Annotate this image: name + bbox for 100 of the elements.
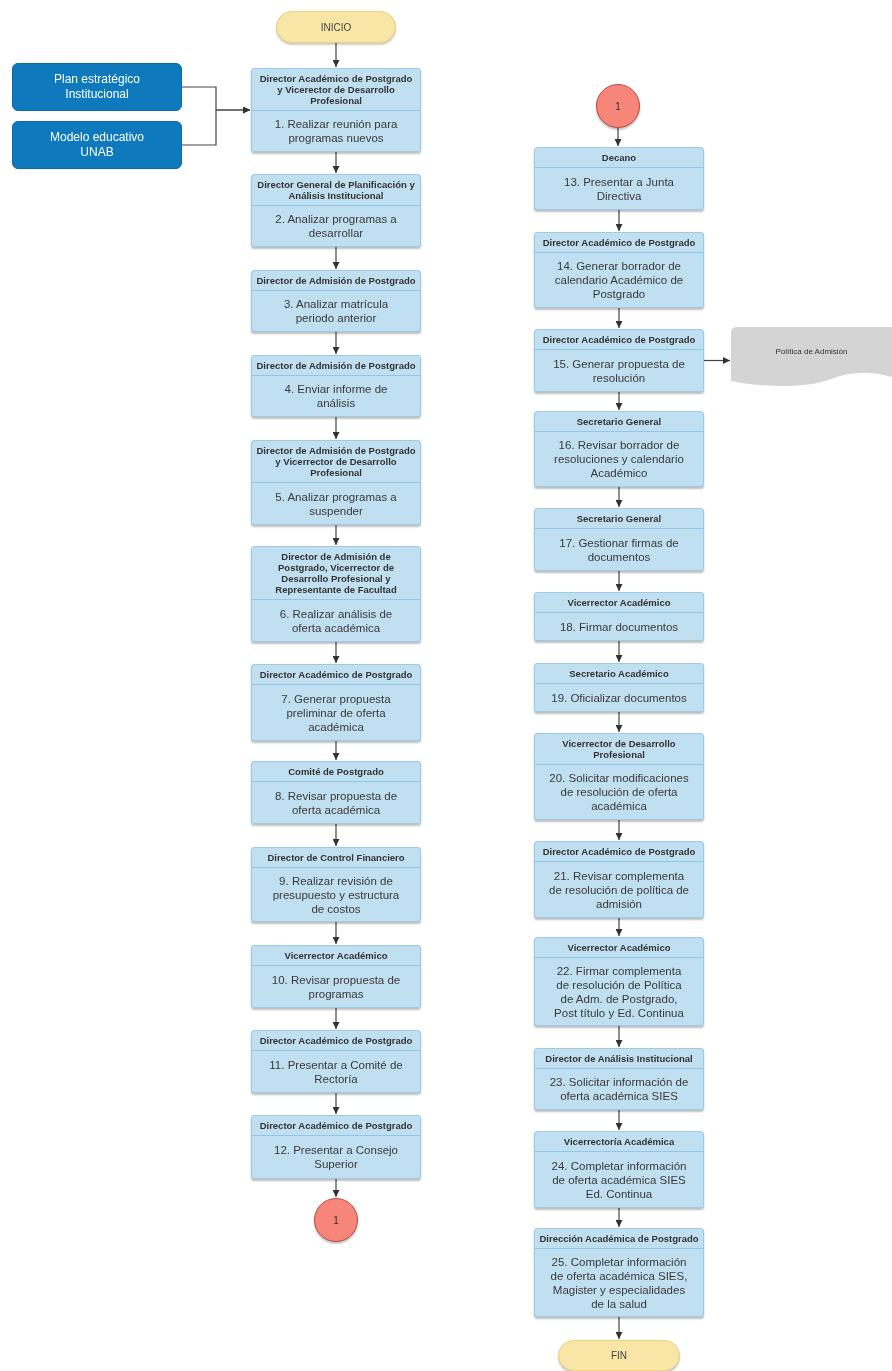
process-box (534, 663, 704, 712)
arrow (614, 127, 622, 147)
step-text: 19. Oficializar documentos (550, 690, 688, 706)
step-text: 16. Revisar borrador de resoluciones y calendario Académico (553, 438, 685, 481)
step-text: 1. Realizar reunión para programas nuevos (273, 117, 399, 146)
step-text: 24. Completar información de oferta académica SIES Ed. Continua (550, 1158, 688, 1202)
step-text: 10. Revisar propuesta de programas (270, 972, 402, 1002)
role-heading: Vicerrector Académico (252, 946, 420, 966)
terminal-label: INICIO (320, 21, 352, 33)
step-text: 4. Enviar informe de análisis (283, 382, 389, 411)
arrow (332, 246, 340, 270)
role-heading: Vicerrector Académico (535, 593, 703, 613)
process-box (251, 1115, 421, 1179)
role-heading: Director Académico de Postgrado (252, 1031, 420, 1051)
terminal-shape (558, 1340, 680, 1371)
role-heading: Director Académico de Postgrado (535, 330, 703, 350)
step-text: 6. Realizar análisis de oferta académica (278, 606, 394, 636)
step-text: 11. Presentar a Comité de Rectoría (268, 1057, 404, 1087)
arrow (615, 486, 623, 508)
role-heading: Comité de Postgrado (252, 762, 420, 782)
step-text: 13. Presentar a Junta Directiva (563, 174, 675, 204)
connector-number: 1 (333, 1214, 339, 1226)
role-heading: Director Académico de Postgrado (252, 665, 420, 685)
arrow (332, 1092, 340, 1115)
process-box (251, 664, 421, 741)
arrow (332, 1178, 340, 1198)
arrow (332, 921, 340, 945)
step-text: 25. Completar información de oferta académica SIES, Magister y especialidades de la salud (549, 1254, 689, 1312)
role-heading: Vicerrectoría Académica (535, 1132, 703, 1152)
role-heading: Director Académico de Postgrado y Vicerector de Desarrollo Profesional (252, 69, 420, 111)
input-label: Modelo educativo UNAB (48, 130, 146, 160)
process-box (534, 508, 704, 571)
process-box (251, 761, 421, 824)
process-box (251, 546, 421, 642)
document-shape (731, 327, 892, 387)
step-text: 14. Generar borrador de calendario Académico de Postgrado (553, 259, 685, 302)
arrow (615, 640, 623, 663)
arrow (615, 819, 623, 841)
step-text: 5. Analizar programas a suspender (274, 489, 398, 519)
process-box (534, 733, 704, 820)
step-text: 3. Analizar matrícula periodo anterior (282, 297, 390, 326)
process-box (251, 1030, 421, 1093)
role-heading: Decano (535, 148, 703, 168)
arrow (332, 641, 340, 664)
process-box (534, 232, 704, 308)
arrow (615, 391, 623, 411)
step-text: 17. Gestionar firmas de documentos (558, 535, 680, 565)
arrow (615, 1316, 623, 1340)
step-text: 22. Firmar complementa de resolución de Política de Adm. de Postgrado, Post título y Ed. Continua (553, 963, 685, 1021)
arrow (332, 151, 340, 174)
process-box (534, 329, 704, 392)
arrow (615, 570, 623, 592)
input-box (12, 63, 182, 111)
step-text: 20. Solicitar modificaciones de resolución de oferta académica (548, 771, 690, 814)
role-heading: Director Académico de Postgrado (252, 1116, 420, 1136)
role-heading: Secretario Académico (535, 664, 703, 684)
step-text: 21. Revisar complementa de resolución de política de admisión (548, 868, 690, 912)
arrow (615, 711, 623, 733)
step-text: 15. Generar propuesta de resolución (552, 356, 686, 386)
arrow (615, 209, 623, 232)
role-heading: Vicerrector Académico (535, 938, 703, 958)
role-heading: Director de Control Financiero (252, 848, 420, 868)
step-text: 23. Solicitar información de oferta académica SIES (548, 1075, 690, 1104)
process-box (534, 1048, 704, 1110)
process-box (534, 411, 704, 487)
role-heading: Director de Admisión de Postgrado (252, 271, 420, 291)
step-text: 8. Revisar propuesta de oferta académica (273, 788, 399, 818)
arrow (332, 416, 340, 440)
step-text: 12. Presentar a Consejo Superior (273, 1143, 399, 1172)
arrow (615, 917, 623, 937)
role-heading: Director General de Planificación y Análisis Institucional (252, 175, 420, 206)
arrow (181, 106, 251, 146)
input-box (12, 121, 182, 169)
role-heading: Vicerrector de Desarrollo Profesional (535, 734, 703, 765)
step-text: 7. Generar propuesta preliminar de oferta académica (280, 691, 392, 735)
role-heading: Dirección Académica de Postgrado (535, 1229, 703, 1249)
process-box (534, 1228, 704, 1317)
process-box (534, 592, 704, 641)
arrow (332, 42, 340, 68)
step-text: 2. Analizar programas a desarrollar (274, 212, 398, 241)
process-box (251, 68, 421, 152)
terminal-label: FIN (610, 1350, 628, 1361)
role-heading: Director de Análisis Institucional (535, 1049, 703, 1069)
connector-circle (596, 84, 640, 128)
document-label: Política de Admisión (775, 347, 848, 358)
arrow (615, 1207, 623, 1228)
arrow (332, 524, 340, 546)
role-heading: Director de Admisión de Postgrado, Vicerrector de Desarrollo Profesional y Representante de Facultad (252, 547, 420, 600)
role-heading: Director de Admisión de Postgrado (252, 356, 420, 376)
role-heading: Secretario General (535, 412, 703, 432)
arrow (332, 1007, 340, 1030)
connector-number: 1 (615, 100, 621, 112)
process-box (251, 270, 421, 332)
process-box (534, 147, 704, 210)
role-heading: Secretario General (535, 509, 703, 529)
arrow (615, 1025, 623, 1048)
arrow (332, 823, 340, 847)
step-text: 9. Realizar revisión de presupuesto y estructura de costos (271, 873, 401, 917)
process-box (251, 355, 421, 417)
role-heading: Director de Admisión de Postgrado y Vicerrector de Desarrollo Profesional (252, 441, 420, 483)
